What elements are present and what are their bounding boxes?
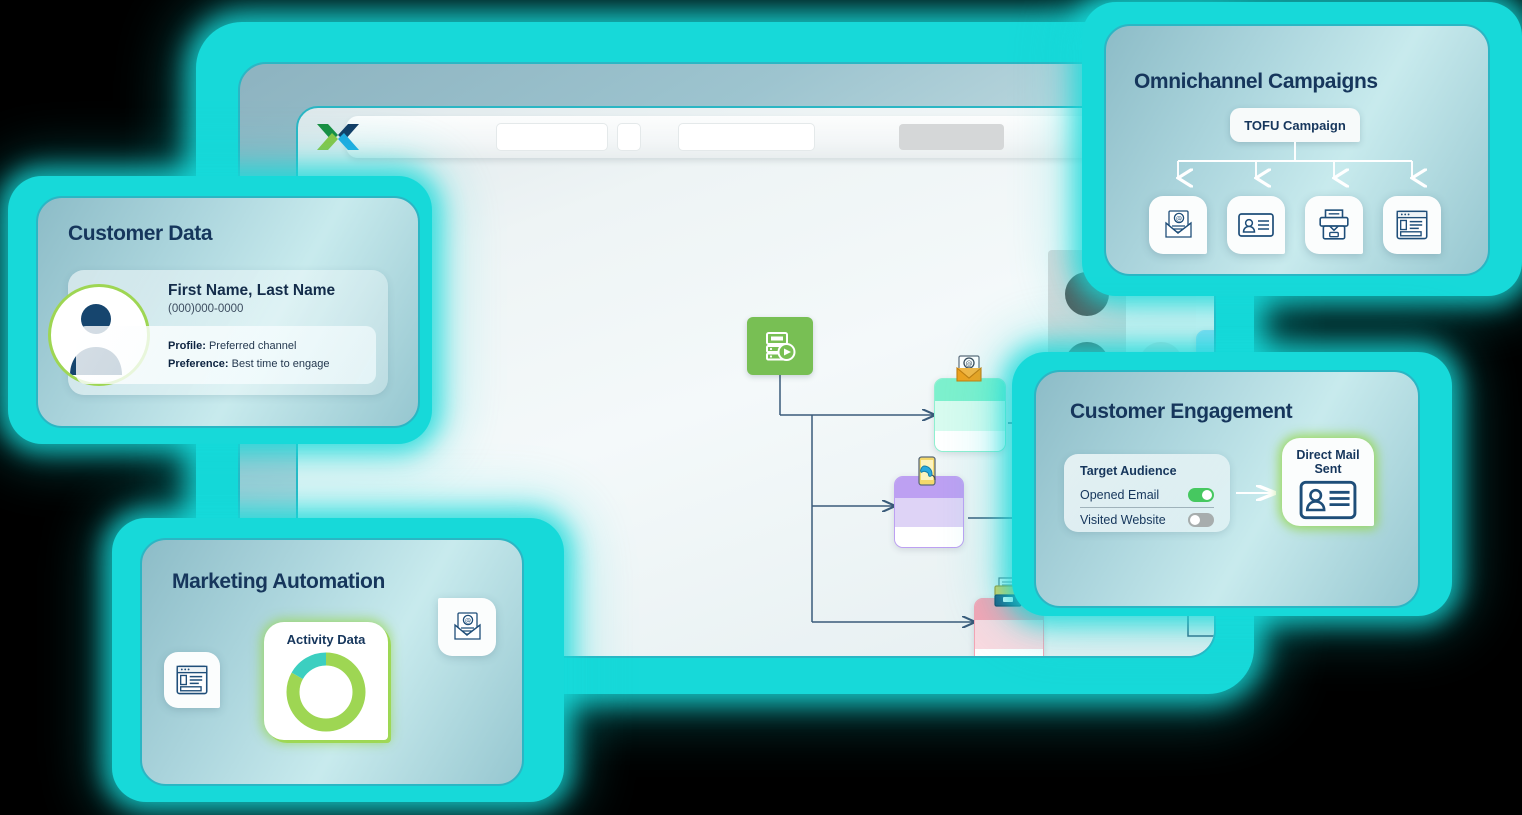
customer-data-card: Customer Data First Name, Last Name (000… [36, 196, 420, 428]
tofu-campaign-node[interactable]: TOFU Campaign [1230, 108, 1360, 142]
toggle-visited-website[interactable] [1188, 513, 1214, 527]
server-play-icon [766, 332, 796, 361]
customer-engagement-title: Customer Engagement [1070, 400, 1293, 423]
direct-mail-sent-card[interactable]: Direct Mail Sent [1282, 438, 1374, 526]
profile-row: Profile: Preferred channel [168, 340, 296, 352]
flow-node-sms[interactable] [894, 476, 964, 548]
channel-tile-web[interactable] [1383, 196, 1441, 254]
id-card-icon [1238, 213, 1274, 237]
x-logo-icon [314, 120, 362, 154]
flow-start-node[interactable] [747, 317, 813, 375]
omnichannel-campaigns-card: Omnichannel Campaigns TOFU Campaign [1104, 24, 1490, 276]
channel-tile-email[interactable]: @ [1149, 196, 1207, 254]
customer-phone: (000)000-0000 [168, 303, 244, 315]
webpage-icon [176, 665, 208, 695]
toggle-row-opened-email[interactable]: Opened Email [1080, 484, 1214, 506]
flow-node-email[interactable] [934, 378, 1006, 452]
toggle-opened-email[interactable] [1188, 488, 1214, 502]
activity-data-chart-card: Activity Data [264, 622, 388, 740]
email-document-icon: @ [952, 352, 986, 386]
activity-data-title: Activity Data [286, 632, 366, 647]
preference-label: Preference: [168, 358, 229, 370]
webpage-icon-tile[interactable] [164, 652, 220, 708]
svg-text:@: @ [465, 617, 471, 625]
webpage-icon [1396, 210, 1428, 240]
printer-icon [1319, 209, 1349, 240]
direct-mail-line-1: Direct Mail [1296, 448, 1360, 462]
omnichannel-title: Omnichannel Campaigns [1134, 70, 1378, 93]
email-document-icon: @ [454, 612, 481, 640]
channel-tile-id-card[interactable] [1227, 196, 1285, 254]
toolbar-field-2[interactable] [617, 123, 641, 151]
email-document-icon-tile[interactable]: @ [438, 598, 496, 656]
target-audience-label: Target Audience [1080, 464, 1177, 478]
toggle-label-opened-email: Opened Email [1080, 488, 1160, 502]
mobile-call-icon [915, 456, 941, 488]
customer-engagement-card: Customer Engagement Target Audience Open… [1034, 370, 1420, 608]
email-document-icon: @ [1165, 210, 1192, 238]
preference-value: Best time to engage [231, 358, 330, 370]
toolbar-action-button[interactable] [899, 124, 1004, 150]
toolbar-field-1[interactable] [496, 123, 608, 151]
id-card-icon [1299, 480, 1357, 520]
target-audience-panel: Target Audience Opened Email Visited Web… [1064, 454, 1230, 532]
profile-label: Profile: [168, 340, 206, 352]
customer-profile-panel: First Name, Last Name (000)000-0000 Prof… [48, 270, 388, 395]
webpage-icon [1214, 306, 1216, 340]
channel-tile-print[interactable] [1305, 196, 1363, 254]
marketing-automation-card: Marketing Automation Activity Data [140, 538, 524, 786]
profile-value: Preferred channel [208, 340, 297, 352]
toolbar-search-input[interactable] [678, 123, 815, 151]
marketing-automation-title: Marketing Automation [172, 570, 385, 593]
panel-divider [1080, 507, 1214, 508]
preference-row: Preference: Best time to engage [168, 358, 329, 370]
customer-name: First Name, Last Name [168, 282, 336, 299]
toggle-label-visited-website: Visited Website [1080, 513, 1166, 527]
customer-attributes-panel: Profile: Preferred channel Preference: B… [76, 326, 376, 384]
toggle-row-visited-website[interactable]: Visited Website [1080, 509, 1214, 531]
activity-data-donut [286, 652, 366, 732]
svg-text:@: @ [1176, 215, 1182, 223]
app-toolbar [346, 116, 1214, 158]
svg-text:@: @ [966, 360, 973, 368]
direct-mail-line-2: Sent [1314, 462, 1342, 477]
customer-data-title: Customer Data [68, 222, 213, 245]
